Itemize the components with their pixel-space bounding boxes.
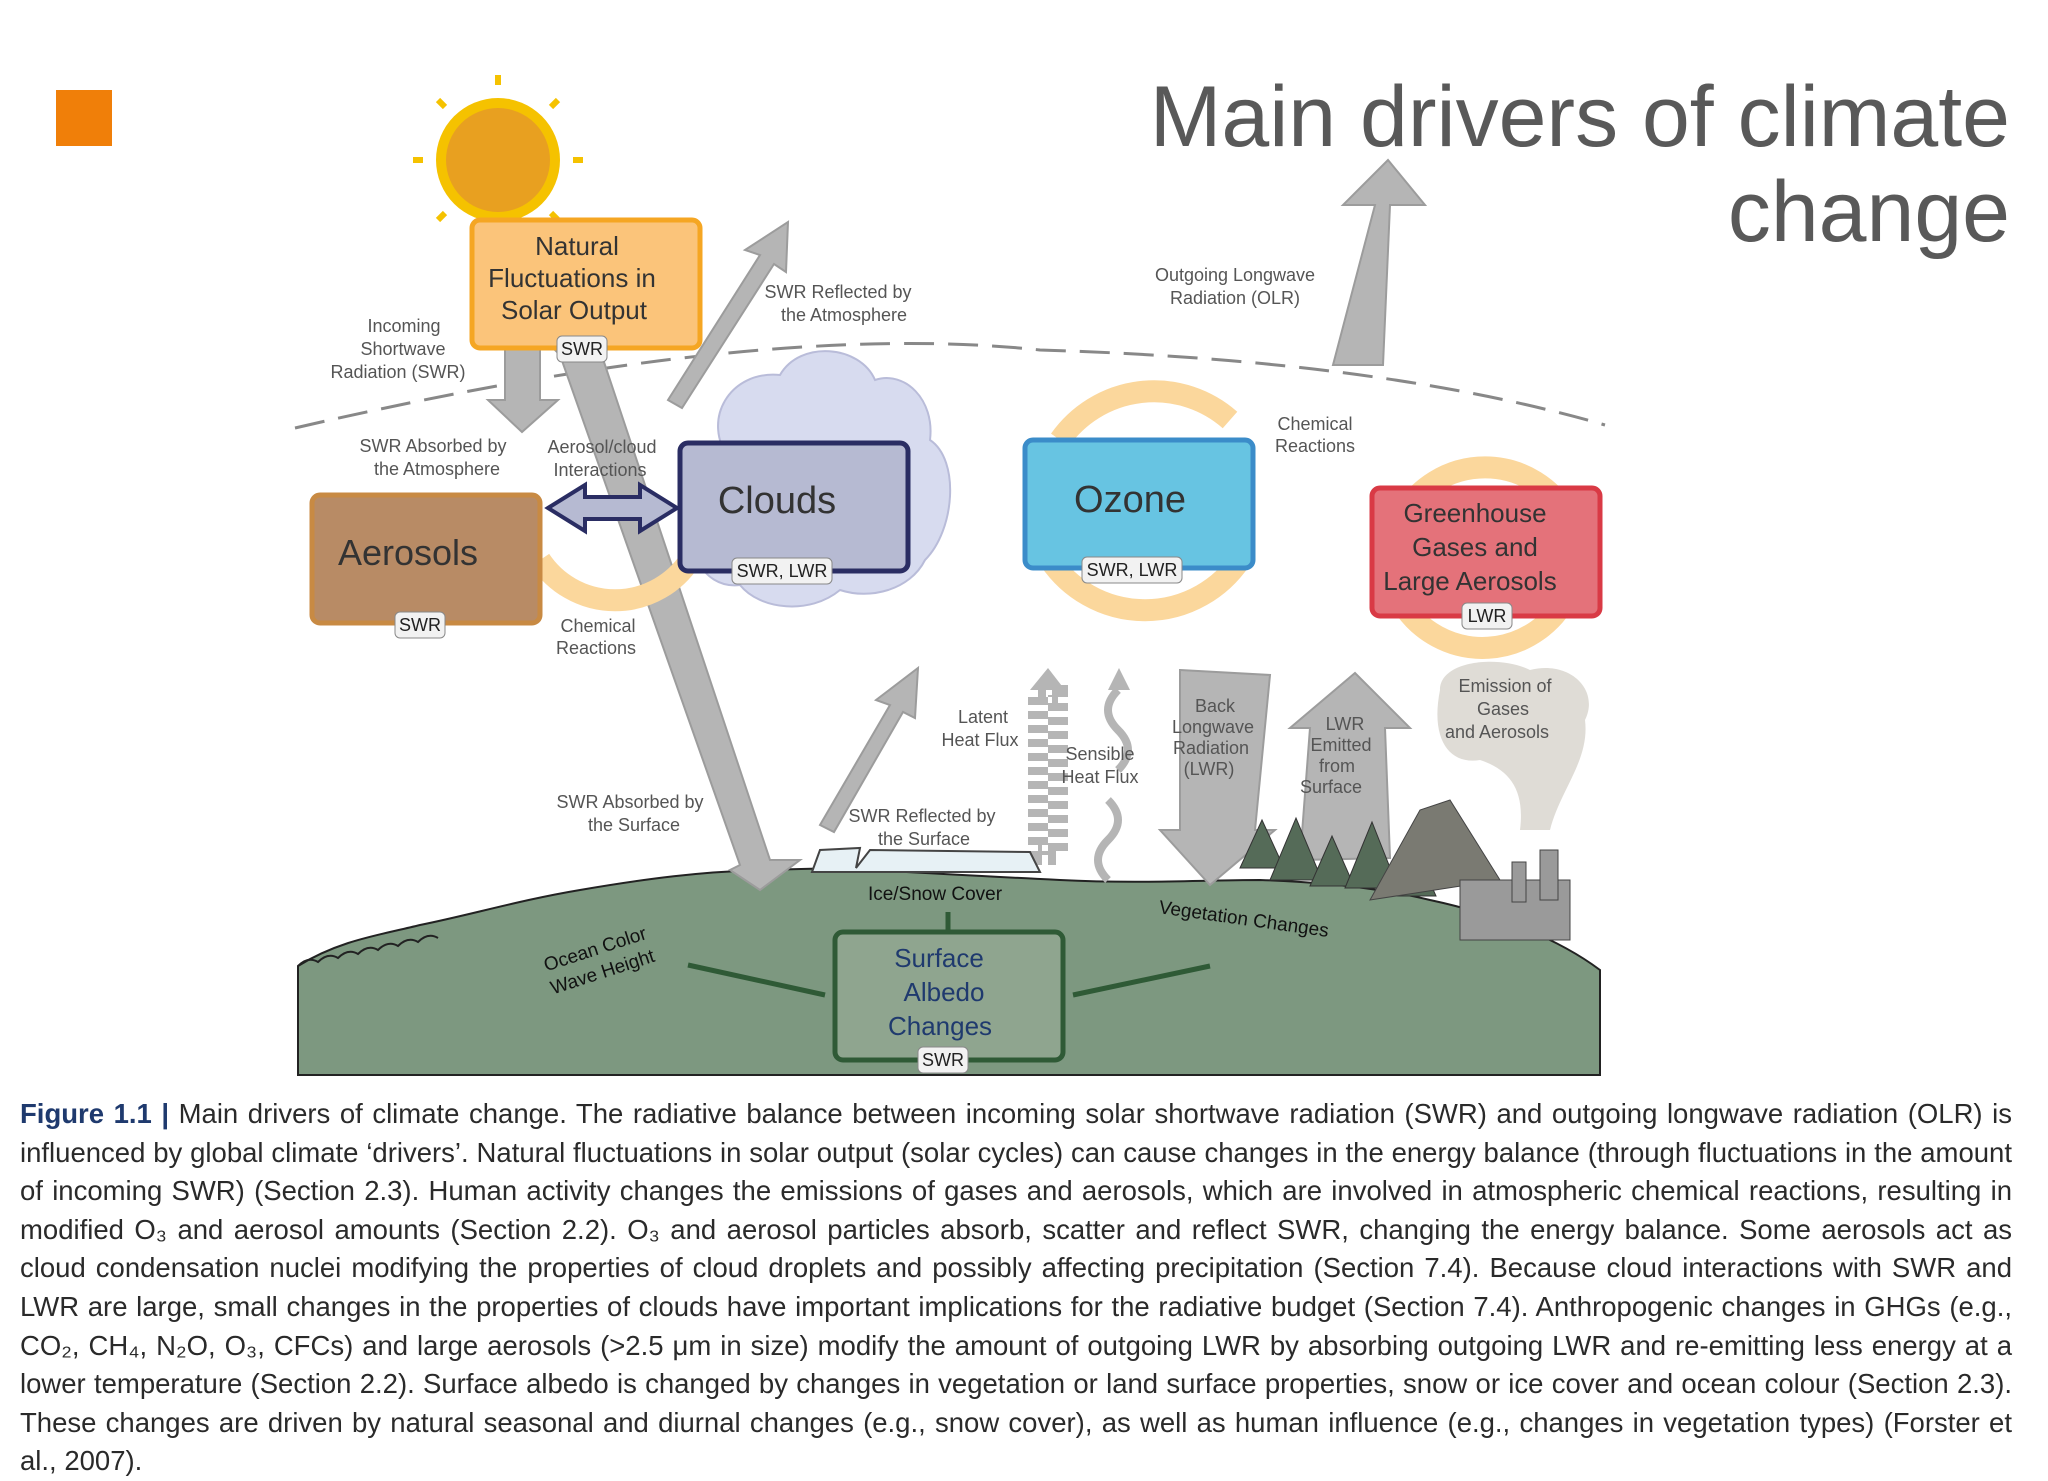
- incoming-swr-label-2: Shortwave: [360, 339, 445, 359]
- aerosols-box: Aerosols SWR: [309, 492, 543, 639]
- albedo-line-3: Changes: [888, 1011, 992, 1041]
- ghg-line-3: Large Aerosols: [1383, 566, 1556, 596]
- swr-absorbed-surface-label-2: the Surface: [588, 815, 680, 835]
- slide-title: Main drivers of climate change: [1149, 69, 2010, 260]
- latent-heat-arrow: [1028, 668, 1068, 865]
- lwr-emitted-label-1: LWR: [1326, 714, 1365, 734]
- ozone-label: Ozone: [1074, 479, 1186, 521]
- clouds-box: Clouds SWR, LWR: [677, 440, 911, 585]
- sensible-heat-arrow: [1104, 687, 1132, 773]
- aerosols-label: Aerosols: [338, 532, 478, 573]
- aerosol-cloud-double-arrow: [544, 481, 681, 535]
- volcano: [1369, 799, 1501, 901]
- latent-heat-label-1: Latent: [958, 707, 1008, 727]
- lwr-emitted-label-3: from: [1319, 756, 1355, 776]
- ghg-line-1: Greenhouse: [1403, 498, 1546, 528]
- ice-snow-label: Ice/Snow Cover: [868, 884, 1003, 905]
- lwr-emitted-arrow: [1287, 671, 1413, 862]
- albedo-line-2: Albedo: [904, 977, 985, 1007]
- title-bullet: [56, 90, 112, 146]
- figure-label: Figure 1.1 |: [20, 1098, 170, 1129]
- emission-label-1: Emission of: [1458, 676, 1552, 696]
- chem-reactions-left-label-1: Chemical: [560, 616, 635, 636]
- chem-reactions-left-label-2: Reactions: [556, 638, 636, 658]
- swr-absorbed-atm-label-1: SWR Absorbed by: [359, 436, 506, 456]
- factory: [1459, 849, 1571, 941]
- olr-label-2: Radiation (OLR): [1170, 288, 1300, 308]
- incoming-swr-label-1: Incoming: [367, 316, 440, 336]
- olr-arrow: [1331, 158, 1428, 366]
- swr-absorbed-atm-arrow: [485, 344, 561, 434]
- sun-icon: [413, 75, 583, 245]
- figure-caption: Figure 1.1 | Main drivers of climate cha…: [20, 1095, 2012, 1481]
- swr-absorbed-surface-label-1: SWR Absorbed by: [556, 792, 703, 812]
- climate-drivers-diagram: Natural Fluctuations in Solar Output SWR…: [294, 75, 1606, 1076]
- sensible-heat-label-1: Sensible: [1065, 744, 1134, 764]
- ghg-box: Greenhouse Gases and Large Aerosols LWR: [1369, 485, 1603, 630]
- chem-reactions-top-label-1: Chemical: [1277, 414, 1352, 434]
- solar-tag: SWR: [561, 339, 603, 359]
- swr-reflected-atm-label-2: the Atmosphere: [781, 305, 907, 325]
- swr-reflected-atm-arrow: [666, 220, 790, 410]
- albedo-line-1: Surface: [894, 943, 984, 973]
- aerosols-cycle-arrow: [530, 553, 700, 612]
- clouds-tag: SWR, LWR: [737, 561, 828, 581]
- solar-line-2: Fluctuations in: [488, 263, 656, 293]
- ozone-cycle-arrow: [1051, 380, 1238, 447]
- albedo-box: Surface Albedo Changes SWR: [832, 929, 1066, 1074]
- emission-label-3: and Aerosols: [1445, 722, 1549, 742]
- chem-reactions-top-label-2: Reactions: [1275, 436, 1355, 456]
- aerosol-cloud-label-1: Aerosol/cloud: [547, 437, 656, 457]
- aerosols-tag: SWR: [399, 615, 441, 635]
- atmosphere-boundary: [294, 341, 1606, 430]
- radiation-arrows: [485, 158, 1428, 892]
- lwr-emitted-label-4: Surface: [1300, 777, 1362, 797]
- ice-patch: [810, 846, 1042, 873]
- swr-reflected-surface-arrow: [818, 665, 920, 834]
- latent-heat-label-2: Heat Flux: [941, 730, 1018, 750]
- solar-line-1: Natural: [535, 231, 619, 261]
- emission-smoke: [1437, 661, 1589, 830]
- ghg-tag: LWR: [1468, 606, 1507, 626]
- swr-reflected-surface-label-2: the Surface: [878, 829, 970, 849]
- solar-line-3: Solar Output: [501, 295, 648, 325]
- back-lwr-label-3: Radiation: [1173, 738, 1249, 758]
- ozone-box: Ozone SWR, LWR: [1022, 437, 1256, 584]
- emission-label-2: Gases: [1477, 699, 1529, 719]
- sensible-heat-label-2: Heat Flux: [1061, 767, 1138, 787]
- clouds-label: Clouds: [718, 480, 836, 522]
- swr-reflected-atm-label-1: SWR Reflected by: [764, 282, 911, 302]
- aerosol-cloud-label-2: Interactions: [553, 460, 646, 480]
- olr-label-1: Outgoing Longwave: [1155, 265, 1315, 285]
- incoming-swr-label-3: Radiation (SWR): [330, 362, 465, 382]
- lwr-emitted-label-2: Emitted: [1310, 735, 1371, 755]
- back-lwr-label-2: Longwave: [1172, 717, 1254, 737]
- swr-reflected-surface-label-1: SWR Reflected by: [848, 806, 995, 826]
- ghg-line-2: Gases and: [1412, 532, 1538, 562]
- caption-text: Main drivers of climate change. The radi…: [20, 1098, 2013, 1477]
- albedo-tag: SWR: [922, 1050, 964, 1070]
- swr-absorbed-atm-label-2: the Atmosphere: [374, 459, 500, 479]
- back-lwr-label-1: Back: [1195, 696, 1236, 716]
- back-lwr-arrow: [1157, 668, 1278, 887]
- solar-output-box: Natural Fluctuations in Solar Output SWR: [469, 217, 703, 363]
- ozone-tag: SWR, LWR: [1087, 560, 1178, 580]
- back-lwr-label-4: (LWR): [1184, 759, 1235, 779]
